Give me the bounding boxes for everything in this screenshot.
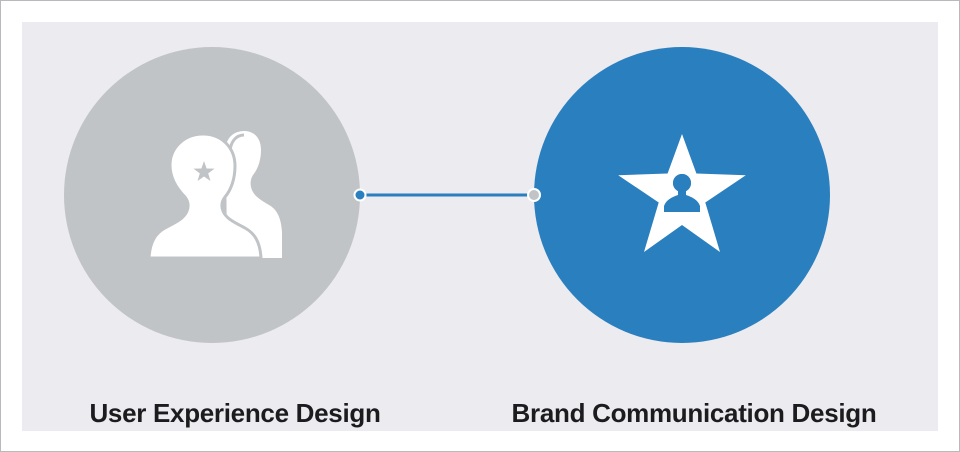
node-user-experience[interactable] bbox=[64, 47, 360, 343]
connector-end-dot bbox=[527, 188, 541, 202]
node-label-user-experience: User Experience Design bbox=[89, 398, 381, 428]
node-brand-communication[interactable] bbox=[534, 47, 830, 343]
diagram-canvas bbox=[64, 47, 830, 343]
users-star-icon bbox=[147, 131, 282, 260]
connector-start-dot bbox=[353, 188, 367, 202]
diagram-panel: User Experience Design Brand Communicati… bbox=[22, 22, 938, 431]
star-user-icon bbox=[618, 134, 746, 252]
node-label-brand-communication: Brand Communication Design bbox=[511, 398, 877, 428]
